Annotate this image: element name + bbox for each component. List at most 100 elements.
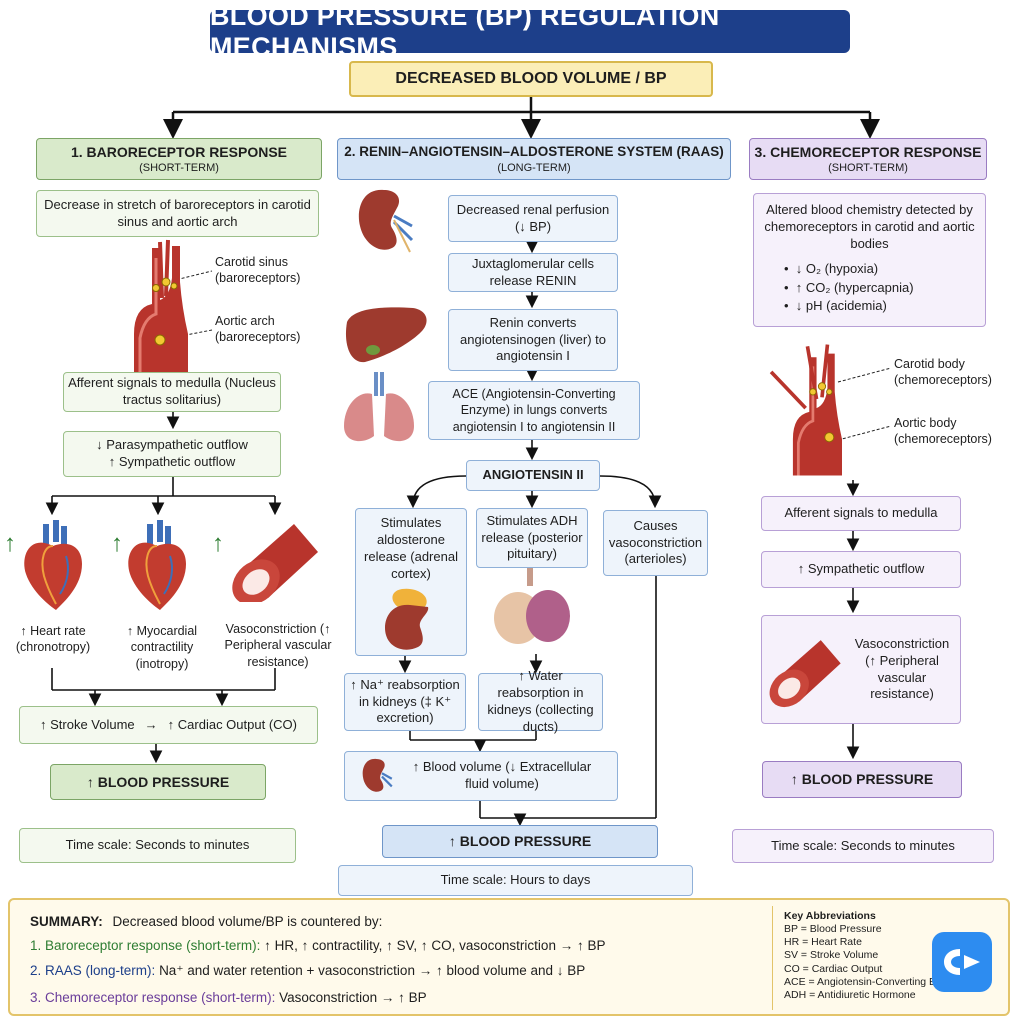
raas-time-scale: Time scale: Hours to days: [338, 865, 693, 896]
app-badge-glyph: [944, 949, 980, 975]
baro-cardiac-output: ↑ Stroke Volume → ↑ Cardiac Output (CO): [19, 706, 318, 744]
raas-branch-vasoconstriction: Causes vasoconstriction (arterioles): [603, 510, 708, 576]
stroke-volume-text: ↑ Stroke Volume: [40, 716, 135, 732]
raas-branch-adh-text: Stimulates ADH release (posterior pituit…: [481, 512, 583, 562]
chemo-header: 3. CHEMORECEPTOR RESPONSE (SHORT-TERM): [749, 138, 987, 180]
app-badge-icon[interactable]: [932, 932, 992, 992]
chemo-step-vasoconstriction: Vasoconstriction (↑ Peripheral vascular …: [761, 615, 961, 724]
trigger-text: DECREASED BLOOD VOLUME / BP: [395, 69, 667, 87]
raas-branch-aldosterone-text: Stimulates aldosterone release (adrenal …: [364, 515, 458, 581]
label-carotid-sinus: Carotid sinus (baroreceptors): [215, 255, 301, 286]
raas-branch-adh: Stimulates ADH release (posterior pituit…: [476, 508, 588, 568]
label-aortic-arch: Aortic arch (baroreceptors): [215, 314, 301, 345]
effect-contractility: ↑ Myocardial contractility (inotropy): [126, 624, 198, 671]
raas-bp-text: ↑ BLOOD PRESSURE: [448, 833, 592, 850]
abbreviation-item: HR = Heart Rate: [784, 936, 862, 949]
abbreviation-item: CO = Cardiac Output: [784, 962, 883, 975]
baro-step-afferent-text: Afferent signals to medulla (Nucleus tra…: [68, 375, 276, 407]
summary-l2-text: Na⁺ and water retention + vasoconstricti…: [159, 963, 586, 978]
abbreviation-item: ACE = Angiotensin-Converting Enzyme: [784, 975, 967, 988]
summary-lead: SUMMARY:: [30, 914, 103, 929]
chemo-bullet-ph: • ↓ pH (acidemia): [784, 298, 887, 314]
baro-blood-pressure: ↑ BLOOD PRESSURE: [50, 764, 266, 800]
abbreviation-item: BP = Blood Pressure: [784, 923, 882, 936]
baro-step-afferent: Afferent signals to medulla (Nucleus tra…: [63, 372, 281, 412]
raas-blood-volume-text: ↑ Blood volume (↓ Extracellular fluid vo…: [412, 759, 592, 791]
chemo-bullet-o2: • ↓ O₂ (hypoxia): [784, 260, 879, 276]
raas-header-title: 2. RENIN–ANGIOTENSIN–ALDOSTERONE SYSTEM …: [344, 144, 724, 160]
raas-step-renal: Decreased renal perfusion (↓ BP): [448, 195, 618, 242]
chemo-bp-text: ↑ BLOOD PRESSURE: [790, 771, 934, 788]
abbreviation-item: ADH = Antidiuretic Hormone: [784, 988, 916, 1001]
chemo-vaso-text: Vasoconstriction (↑ Peripheral vascular …: [854, 635, 950, 702]
baro-outflow-symp: ↑ Sympathetic outflow: [108, 454, 236, 469]
chemo-step-chemistry: Altered blood chemistry detected by chem…: [753, 193, 986, 327]
baroreceptor-aortic-dot: [154, 334, 166, 346]
raas-step-ace: ACE (Angiotensin-Converting Enzyme) in l…: [428, 381, 640, 440]
chemo-time-scale: Time scale: Seconds to minutes: [732, 829, 994, 863]
angiotensin-ii: ANGIOTENSIN II: [466, 460, 600, 491]
raas-time-text: Time scale: Hours to days: [440, 872, 591, 888]
heart-icon: [24, 520, 83, 610]
page-title-banner: BLOOD PRESSURE (BP) REGULATION MECHANISM…: [210, 1, 850, 62]
chemo-step-chemistry-text: Altered blood chemistry detected by chem…: [764, 202, 975, 251]
heart-icon: [128, 520, 186, 610]
summary-line-3: 3. Chemoreceptor response (short-term): …: [30, 990, 427, 1005]
liver-icon: [345, 307, 427, 363]
raas-na-reabsorption: ↑ Na⁺ reabsorption in kidneys (‡ K⁺ excr…: [344, 673, 466, 731]
angiotensin-ii-text: ANGIOTENSIN II: [482, 467, 584, 483]
raas-step-angiotensin1: Renin converts angiotensinogen (liver) t…: [448, 309, 618, 371]
summary-l3-head: 3. Chemoreceptor response (short-term):: [30, 990, 276, 1005]
raas-step-angiotensin1-text: Renin converts angiotensinogen (liver) t…: [460, 314, 606, 364]
up-arrow-icon: ↑: [212, 530, 224, 557]
label-aortic-body: Aortic body (chemoreceptors): [894, 416, 992, 447]
raas-step-ace-text: ACE (Angiotensin-Converting Enzyme) in l…: [452, 387, 616, 434]
raas-branch-vaso-text: Causes vasoconstriction (arterioles): [608, 517, 703, 567]
cardiac-output-text: ↑ Cardiac Output (CO): [167, 716, 297, 732]
up-arrow-icon: ↑: [4, 530, 16, 557]
raas-blood-volume: ↑ Blood volume (↓ Extracellular fluid vo…: [344, 751, 618, 801]
chemo-header-term: (SHORT-TERM): [828, 161, 908, 174]
baro-header: 1. BARORECEPTOR RESPONSE (SHORT-TERM): [36, 138, 322, 180]
baro-time-scale: Time scale: Seconds to minutes: [19, 828, 296, 863]
raas-branch-aldosterone: Stimulates aldosterone release (adrenal …: [355, 508, 467, 656]
label-carotid-body: Carotid body (chemoreceptors): [894, 357, 992, 388]
chemo-bullet-list: • ↓ O₂ (hypoxia) • ↑ CO₂ (hypercapnia) •…: [784, 259, 914, 318]
baro-step-outflow: ↓ Parasympathetic outflow ↑ Sympathetic …: [63, 431, 281, 477]
baro-step-stretch-text: Decrease in stretch of baroreceptors in …: [44, 196, 311, 229]
summary-l1-head: 1. Baroreceptor response (short-term):: [30, 938, 261, 953]
chemo-blood-pressure: ↑ BLOOD PRESSURE: [762, 761, 962, 798]
chemo-step-afferent-text: Afferent signals to medulla: [784, 505, 938, 521]
blood-vessel-icon: [232, 524, 318, 602]
summary-intro: Decreased blood volume/BP is countered b…: [112, 914, 383, 929]
abbreviation-title: Key Abbreviations: [784, 910, 876, 922]
chemoreceptor-carotid-dot: [817, 382, 827, 391]
raas-header: 2. RENIN–ANGIOTENSIN–ALDOSTERONE SYSTEM …: [337, 138, 731, 180]
effect-heart-rate: ↑ Heart rate (chronotropy): [15, 624, 91, 655]
summary-line-2: 2. RAAS (long-term): Na⁺ and water reten…: [30, 963, 585, 979]
raas-step-renin: Juxtaglomerular cells release RENIN: [448, 253, 618, 292]
raas-na-text: ↑ Na⁺ reabsorption in kidneys (‡ K⁺ excr…: [350, 676, 460, 726]
baroreceptor-carotid-dot: [161, 277, 171, 287]
summary-panel: SUMMARY: Decreased blood volume/BP is co…: [8, 898, 1010, 1016]
abbreviation-divider: [772, 906, 773, 1010]
lungs-icon: [344, 372, 414, 442]
carotid-aortic-body-illustration: [769, 344, 842, 476]
baro-bp-text: ↑ BLOOD PRESSURE: [86, 773, 230, 790]
page-title: BLOOD PRESSURE (BP) REGULATION MECHANISM…: [210, 0, 720, 62]
baro-outflow-para: ↓ Parasympathetic outflow: [96, 437, 248, 453]
blood-vessel-icon: [769, 639, 841, 707]
chemo-step-afferent: Afferent signals to medulla: [761, 496, 961, 531]
chemo-bullet-co2: • ↑ CO₂ (hypercapnia): [784, 279, 914, 295]
summary-l2-head: 2. RAAS (long-term):: [30, 963, 156, 978]
output-arrow: →: [144, 716, 158, 732]
raas-water-reabsorption: ↑ Water reabsorption in kidneys (collect…: [478, 668, 603, 734]
chemo-header-title: 3. CHEMORECEPTOR RESPONSE: [754, 143, 982, 160]
baro-header-title: 1. BARORECEPTOR RESPONSE: [70, 143, 287, 160]
kidney-icon: [362, 758, 393, 792]
up-arrow-icon: ↑: [111, 530, 123, 557]
abbreviation-item: SV = Stroke Volume: [784, 949, 879, 962]
pituitary-icon: [494, 568, 570, 644]
carotid-aortic-artery-illustration: [134, 239, 188, 372]
